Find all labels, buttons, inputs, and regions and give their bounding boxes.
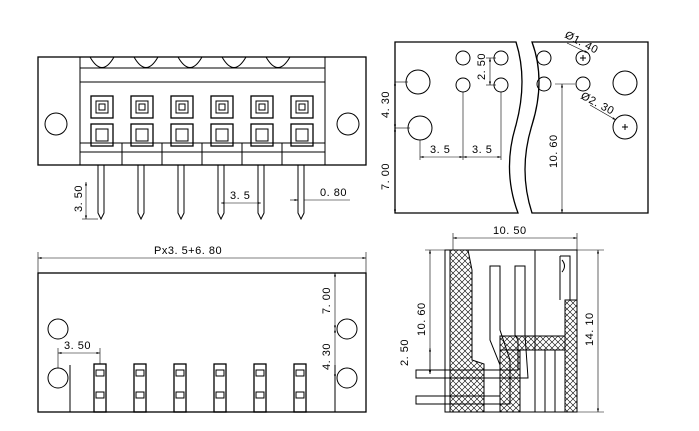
pcb-footprint: 4. 30 7. 00 3. 5 3. 5 2. 50 10. 60 Ø1. 4… — [380, 29, 649, 214]
dim-section-width: 10. 50 — [493, 225, 527, 237]
dim-pitch-a: 3. 5 — [430, 144, 450, 156]
dim-bottom-7-00: 7. 00 — [321, 287, 333, 314]
dim-bottom-pitch: 3. 50 — [64, 340, 91, 352]
dim-diameter-small: Ø1. 40 — [563, 29, 600, 57]
dim-section-10-60: 10. 60 — [416, 302, 428, 336]
dim-pin-width: 0. 80 — [320, 187, 347, 199]
front-view: 3. 50 3. 5 0. 80 — [37, 56, 367, 221]
dim-offset-top: 2. 50 — [476, 53, 488, 80]
dim-4-30: 4. 30 — [380, 91, 392, 118]
dim-section-height: 14. 10 — [584, 312, 596, 346]
pins-front — [97, 165, 305, 221]
dim-diameter-large: Ø2. 30 — [579, 90, 616, 118]
screw-terminals-lower — [90, 123, 314, 147]
mount-hole-right — [336, 112, 360, 136]
dim-bottom-4-30: 4. 30 — [321, 343, 333, 370]
dim-10-60: 10. 60 — [548, 134, 560, 168]
dim-section-2-50: 2. 50 — [399, 339, 411, 366]
dim-overall-length: Px3. 5+6. 80 — [154, 245, 222, 257]
dim-7-00: 7. 00 — [380, 163, 392, 190]
dim-pin-height: 3. 50 — [73, 185, 85, 212]
bottom-view: Px3. 5+6. 80 3. 50 7. 00 4. 30 — [37, 245, 367, 413]
dim-pitch-b: 3. 5 — [472, 144, 492, 156]
screw-terminals-upper — [90, 95, 314, 119]
dim-pin-pitch: 3. 5 — [230, 190, 250, 202]
mount-hole-left — [44, 112, 68, 136]
section-view: 10. 50 10. 60 2. 50 14. 10 — [399, 225, 604, 413]
bottom-contacts — [93, 363, 307, 413]
